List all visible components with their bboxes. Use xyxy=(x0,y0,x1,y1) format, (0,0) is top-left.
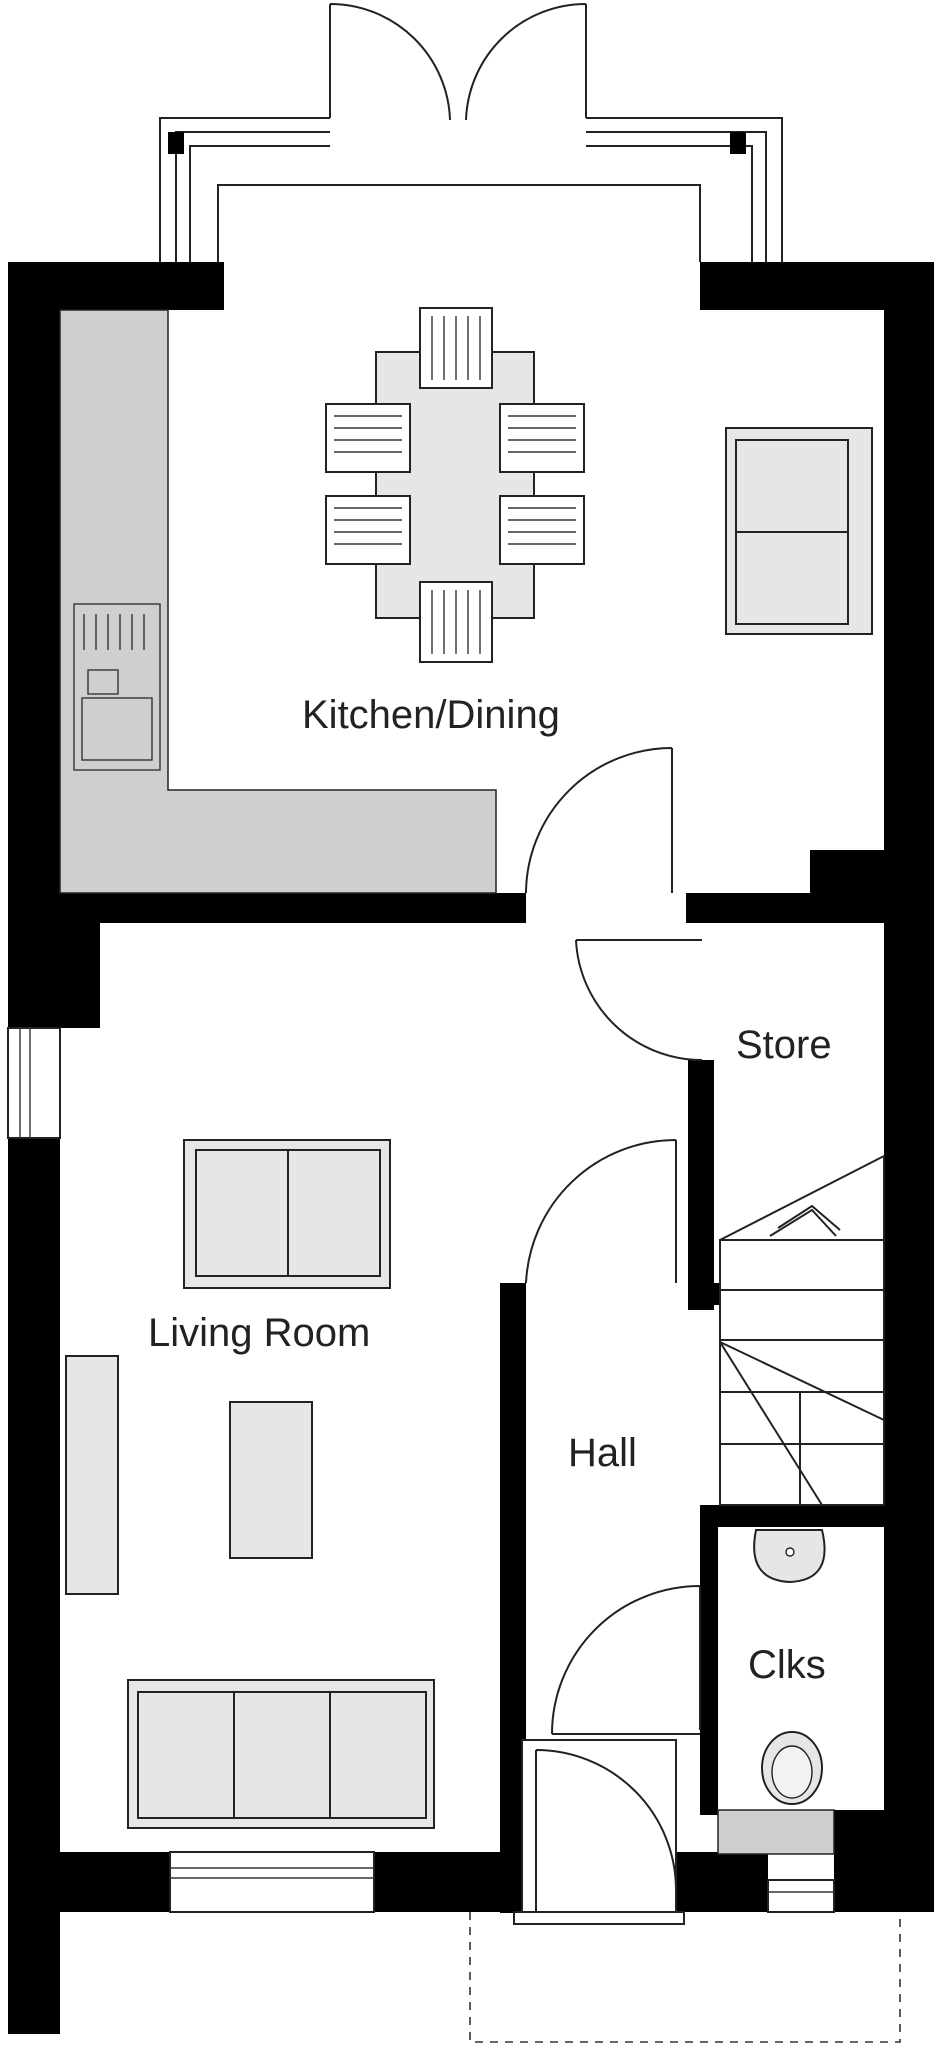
living-door xyxy=(525,1138,677,1284)
side-cabinet xyxy=(65,1355,119,1595)
living-window xyxy=(7,1027,61,1139)
clks-label: Clks xyxy=(748,1643,826,1687)
kitchen-dining-label: Kitchen/Dining xyxy=(302,693,560,737)
clks-door xyxy=(551,1585,701,1735)
three-seat-sofa xyxy=(127,1679,435,1829)
living-room-label: Living Room xyxy=(148,1311,370,1355)
kitchen-door xyxy=(525,747,673,894)
armchair-sofa-top xyxy=(183,1139,391,1289)
hall-label: Hall xyxy=(568,1431,637,1475)
kitchen-sofa xyxy=(725,427,873,635)
clks-window xyxy=(767,1879,835,1913)
coffee-table xyxy=(229,1401,313,1559)
stairs xyxy=(719,1155,885,1506)
store-door xyxy=(575,939,703,1062)
porch-outline xyxy=(469,1912,901,2043)
bay-window xyxy=(159,3,783,262)
kitchen-worktop xyxy=(59,309,497,894)
walls xyxy=(8,262,934,2034)
front-window xyxy=(169,1851,375,1913)
sink xyxy=(73,603,161,771)
store-label: Store xyxy=(736,1023,832,1067)
toilet xyxy=(717,1731,835,1855)
dining-set xyxy=(325,307,585,663)
basin xyxy=(753,1529,826,1584)
front-door xyxy=(513,1739,685,1925)
dining-table xyxy=(375,351,535,619)
